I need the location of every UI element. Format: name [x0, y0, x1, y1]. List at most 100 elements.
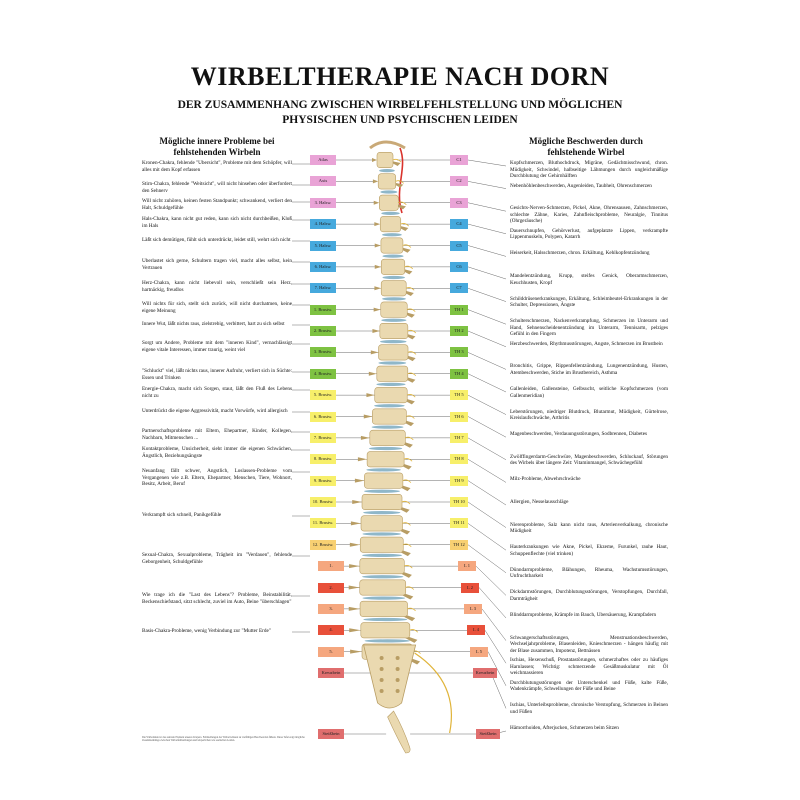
spinal-nerve	[392, 158, 402, 163]
left-vertebra-label: 7. Halsw.	[310, 283, 336, 294]
right-vertebra-label: C5	[450, 240, 468, 251]
right-complaint-text: Ischias, Hexenschuß, Prostatastörungen, …	[510, 657, 668, 677]
transverse-process	[368, 371, 377, 376]
right-vertebra-label: Steißbein	[476, 729, 500, 739]
vertebra	[360, 515, 403, 532]
right-text-connector	[467, 181, 507, 189]
transverse-process	[372, 329, 380, 333]
left-vertebra-label: 11. Brustw.	[310, 518, 336, 529]
poster: WIRBELTHERAPIE NACH DORN DER ZUSAMMENHAN…	[130, 48, 670, 760]
intervertebral-disc	[376, 382, 406, 386]
intervertebral-disc	[381, 318, 407, 322]
right-vertebra-label: L 1	[458, 561, 476, 572]
sacral-foramen	[395, 667, 400, 671]
vertebra	[361, 494, 403, 510]
left-vertebra-label: 8. Brustw.	[310, 454, 336, 465]
transverse-process	[374, 222, 381, 227]
right-vertebra-label: C1	[450, 155, 468, 165]
sacrum	[363, 644, 417, 709]
spinal-nerve	[395, 180, 404, 184]
spinal-nerve	[407, 308, 416, 312]
transverse-process	[348, 585, 360, 590]
spinal-nerve	[400, 223, 410, 227]
spinal-nerve	[407, 372, 417, 377]
right-complaint-text: Dickdarmstörungen, Durchblutungsstörunge…	[510, 589, 668, 602]
left-problem-text: Stirn-Chakra, fehlende "Weitsicht", will…	[142, 181, 292, 194]
intervertebral-disc	[382, 297, 406, 301]
right-complaint-text: Schilddrüsenerkrankungen, Erkältung, Sch…	[510, 295, 668, 309]
transverse-process	[350, 521, 362, 526]
intervertebral-disc	[378, 361, 407, 365]
right-text-connector	[467, 459, 507, 483]
right-complaint-text: Zwölffingerdarm-Geschwüre, Magenbeschwer…	[510, 453, 668, 467]
transverse-process	[354, 478, 365, 483]
right-vertebra-label: TH 12	[450, 539, 468, 550]
transverse-process	[372, 158, 377, 162]
right-text-connector	[478, 587, 507, 619]
left-problem-text: Herz-Chakra, kann nicht liebevoll sein, …	[142, 280, 292, 293]
transverse-process	[374, 243, 381, 248]
vertebra	[359, 536, 404, 553]
left-vertebra-label: 10. Brustw.	[310, 497, 336, 507]
spinal-nerve	[407, 351, 417, 355]
right-complaint-text: Hämorrhoiden, Afterjucken, Schmerzen bei…	[510, 725, 619, 731]
left-problem-text: Will nichts für sich, stellt sich zurück…	[142, 301, 292, 314]
right-vertebra-label: C3	[450, 197, 468, 208]
right-text-connector	[484, 630, 507, 664]
transverse-process	[348, 606, 361, 611]
transverse-process	[370, 350, 379, 355]
left-vertebra-label: 3. Lendenwirbel	[318, 603, 344, 614]
left-problem-text: Verkrampft sich schnell, Panikgefühle	[142, 512, 222, 518]
transverse-process	[352, 500, 363, 504]
right-vertebra-label: TH 5	[450, 390, 468, 401]
subtitle-line-1: DER ZUSAMMENHANG ZWISCHEN WIRBELFEHLSTEL…	[177, 99, 623, 111]
vertebra	[359, 558, 405, 575]
right-vertebra-label: L 4	[467, 625, 485, 636]
left-problem-text: Basis-Chakra-Probleme, wenig Verbindung …	[142, 628, 271, 634]
intervertebral-disc	[379, 169, 395, 173]
sciatic-nerve	[414, 652, 453, 734]
right-complaint-text: Nierenprobleme, Salz kann nicht raus, Ar…	[510, 521, 668, 535]
spinal-nerve	[402, 244, 412, 248]
skull-base	[369, 140, 406, 150]
right-complaint-text: Schwangerschaftsstörungen, Menstruations…	[510, 634, 668, 654]
sacral-foramen	[379, 656, 384, 660]
right-vertebra-label: C2	[450, 176, 468, 187]
left-problem-text: Unterdrückt die eigene Aggressivität, ma…	[142, 408, 288, 414]
left-problem-text: "Schluckt" viel, läßt nichts raus, inner…	[142, 368, 292, 381]
right-vertebra-label: TH 7	[450, 432, 468, 443]
right-vertebra-label: C6	[450, 261, 468, 272]
right-complaint-text: Ischias, Unterleibsprobleme, chronische …	[510, 702, 668, 715]
transverse-process	[374, 286, 382, 291]
vertebra	[380, 301, 408, 318]
spinal-nerve	[407, 607, 416, 612]
right-complaint-text: Nebenhöhlenbeschwerden, Augenleiden, Tau…	[510, 182, 652, 189]
left-problem-text: Neuanfang fällt schwer, Ängstlich, Losla…	[142, 468, 292, 488]
intervertebral-disc	[382, 275, 405, 280]
right-complaint-text: Hauterkrankungen wie Akne, Pickel, Ekzem…	[510, 544, 668, 557]
intervertebral-disc	[362, 532, 402, 536]
transverse-process	[363, 414, 373, 419]
right-text-connector	[467, 394, 507, 415]
spine-diagram	[292, 140, 507, 754]
left-vertebra-label: Kreuzbein	[318, 668, 344, 678]
right-text-connector	[467, 480, 507, 506]
left-column-heading: Mögliche innere Probleme bei fehlstehend…	[159, 136, 275, 157]
right-text-connector	[467, 523, 507, 551]
right-vertebra-label: TH 3	[450, 347, 468, 358]
right-text-connector	[481, 608, 507, 641]
intervertebral-disc	[364, 639, 410, 643]
spinal-nerve	[406, 415, 415, 419]
vertebra	[377, 173, 397, 190]
right-vertebra-label: TH 6	[450, 411, 468, 422]
right-text-connector	[467, 330, 507, 347]
vertebra	[359, 579, 407, 596]
intervertebral-disc	[382, 254, 404, 258]
left-problem-text: Überlastet sich gerne, Schultern tragen …	[142, 258, 292, 271]
spinal-nerve	[405, 436, 414, 441]
spinal-nerve	[409, 629, 419, 633]
intervertebral-disc	[363, 511, 401, 515]
right-complaint-text: Leberstörungen, niedriger Blutdruck, Blu…	[510, 408, 668, 422]
right-vertebra-label: TH 2	[450, 326, 468, 336]
right-vertebra-label: TH 4	[450, 368, 468, 379]
